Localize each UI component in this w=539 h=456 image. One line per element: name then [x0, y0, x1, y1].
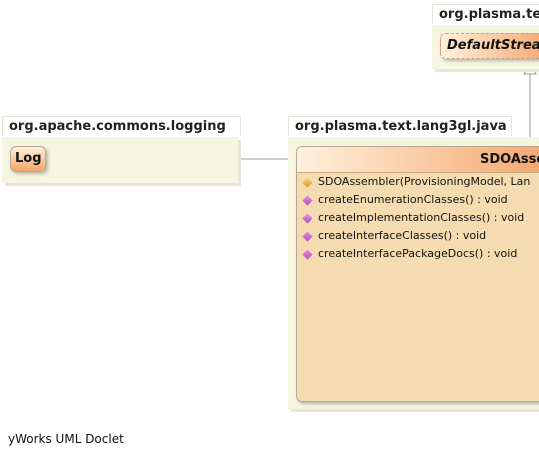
method-icon	[302, 194, 313, 206]
class-sdo-assembler[interactable]: SDOAsse SDOAssembler(ProvisioningModel, …	[296, 146, 539, 402]
package-org-apache-commons-logging-label: org.apache.commons.logging	[2, 116, 241, 136]
footer-credit: yWorks UML Doclet	[8, 432, 124, 446]
package-org-plasma-text-lang3gl-java-label: org.plasma.text.lang3gl.java	[288, 116, 512, 136]
member-signature: SDOAssembler(ProvisioningModel, Lan	[318, 175, 531, 188]
method-icon	[302, 230, 313, 242]
class-sdo-assembler-name: SDOAsse	[480, 152, 539, 167]
class-log-name: Log	[15, 151, 42, 166]
method-create-interface-package-docs[interactable]: createInterfacePackageDocs() : void	[302, 246, 518, 262]
class-sdo-assembler-header: SDOAsse	[297, 147, 539, 173]
member-signature: createEnumerationClasses() : void	[318, 193, 508, 206]
class-default-stream[interactable]: DefaultStream	[440, 33, 539, 59]
method-create-enumeration-classes[interactable]: createEnumerationClasses() : void	[302, 192, 508, 208]
method-create-implementation-classes[interactable]: createImplementationClasses() : void	[302, 210, 525, 226]
method-icon	[302, 248, 313, 260]
member-signature: createInterfacePackageDocs() : void	[318, 247, 518, 260]
class-default-stream-name: DefaultStream	[447, 38, 539, 53]
class-log[interactable]: Log	[10, 146, 46, 172]
method-create-interface-classes[interactable]: createInterfaceClasses() : void	[302, 228, 487, 244]
constructor-sdo-assembler[interactable]: SDOAssembler(ProvisioningModel, Lan	[302, 174, 531, 190]
member-signature: createImplementationClasses() : void	[318, 211, 525, 224]
package-org-plasma-text-label: org.plasma.tex	[432, 4, 539, 24]
member-signature: createInterfaceClasses() : void	[318, 229, 487, 242]
method-icon	[302, 212, 313, 224]
constructor-icon	[302, 176, 313, 188]
